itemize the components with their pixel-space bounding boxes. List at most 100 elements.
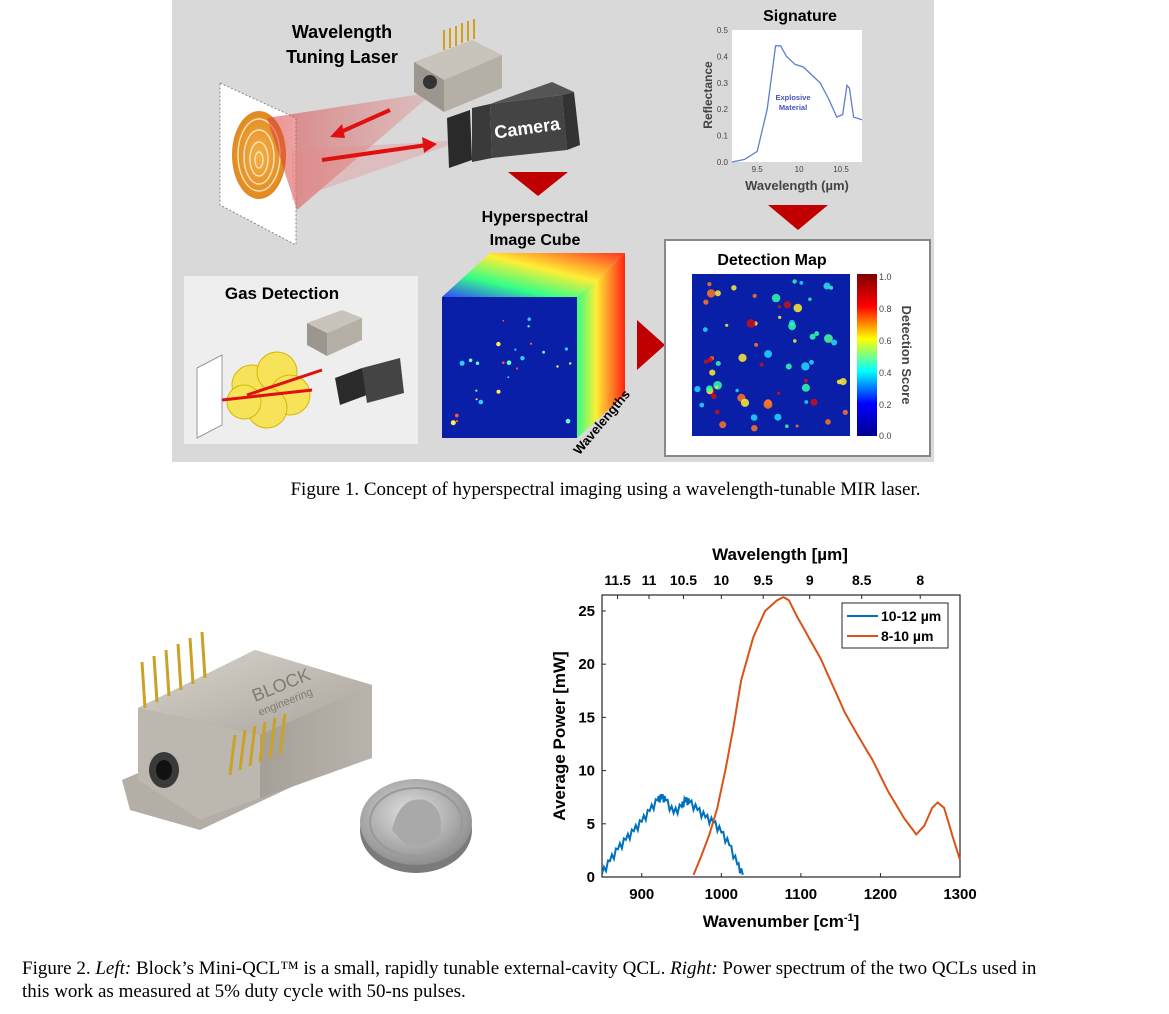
gas-detection-panel [184,276,418,444]
cube-hotspot [520,356,525,361]
map-hotspot [801,362,810,371]
map-hotspot [715,361,721,366]
map-hotspot [804,400,809,404]
cbar-tick-3: 0.6 [879,336,892,346]
top-tick-label: 11 [642,572,657,588]
camera-device [447,82,580,168]
legend: 10-12 µm 8-10 µm [841,602,949,649]
signature-ylabel: Reflectance [701,61,715,129]
cube-hotspot [496,341,501,347]
map-hotspot [799,281,804,285]
series-line-1 [601,793,744,876]
map-hotspot [703,359,709,364]
map-hotspot [788,322,796,331]
figure-1-panel: Wavelength Tuning Laser Camera Signature… [172,0,934,462]
cube-hotspot [515,367,519,370]
y-axis-label: Average Power [mW] [550,651,569,820]
qcl-pins [140,631,287,776]
map-hotspot [763,399,773,409]
caption-line-2: this work as measured at 5% duty cycle w… [22,981,466,1002]
signature-ytick: 0.2 [717,105,729,114]
signature-xtick: 9.5 [752,165,764,174]
figure-2-caption: Figure 2. Left: Block’s Mini-QCL™ is a s… [22,957,1162,1003]
top-tick-label: 10.5 [670,572,697,588]
map-hotspot [754,342,759,347]
caption-prefix: Figure 2. [22,958,96,979]
map-hotspot [785,363,792,370]
signature-title: Signature [763,8,837,25]
map-hotspot [778,315,782,319]
map-hotspot [824,334,833,343]
detection-colorbar [857,274,877,436]
cube-hotspot [569,362,572,365]
map-hotspot [809,333,816,340]
map-hotspot [713,381,722,390]
top-tick-label: 11.5 [604,572,631,588]
map-hotspot [842,409,848,415]
map-hotspot [715,385,719,389]
legend-label-1: 10-12 µm [881,608,941,624]
signature-ytick: 0.4 [717,52,729,61]
map-hotspot [751,425,758,432]
x-tick-label: 1000 [705,886,738,903]
signature-ytick: 0.3 [717,79,729,88]
top-tick-label: 9.5 [753,572,773,588]
map-hotspot [803,378,808,383]
cbar-tick-5: 0.2 [879,400,892,410]
caption-left-text: Block’s Mini-QCL™ is a small, rapidly tu… [131,958,671,979]
map-hotspot [776,391,781,395]
qcl-top-face [138,650,372,735]
map-hotspot [808,297,812,301]
map-hotspot [706,289,716,298]
cbar-tick-2: 0.8 [879,304,892,314]
map-hotspot [699,402,705,408]
top-axis-label: Wavelength [µm] [712,545,848,564]
map-hotspot [709,369,716,376]
cube-label-line1: Hyperspectral [482,209,589,226]
map-hotspot [725,323,729,327]
y-tick-label: 20 [578,656,595,673]
cube-hotspot [475,398,478,401]
cube-hotspot [468,358,473,363]
y-tick-label: 25 [578,603,595,620]
map-hotspot [706,385,713,393]
map-hotspot [801,383,810,392]
cbar-tick-1: 1.0 [879,272,892,282]
map-hotspot [774,413,782,421]
cube-hotspot [455,419,459,423]
map-hotspot [793,339,797,343]
signature-xtick: 10 [795,165,804,174]
x-axis-label: Wavenumber [cm-1] [703,912,860,931]
gas-detection-title: Gas Detection [225,284,339,303]
cube-hotspot [506,360,512,366]
map-hotspot [759,362,764,367]
cube-label-line2: Image Cube [490,232,581,249]
colorbar-ticks: 1.0 0.8 0.6 0.4 0.2 0.0 [879,272,892,441]
signature-ytick: 0.0 [717,158,729,167]
map-hotspot [814,331,820,337]
cube-hotspot [502,361,505,365]
top-tick-label: 9 [806,572,814,588]
y-tick-label: 15 [578,709,595,726]
map-hotspot [740,398,750,407]
map-hotspot [793,303,803,313]
cube-hotspot [454,413,459,418]
mini-qcl-photo: BLOCK engineering [122,631,472,873]
cube-hotspot [450,420,456,426]
laser-device [414,19,502,112]
down-arrow-icon [508,172,568,196]
map-hotspot [714,290,721,297]
signature-plot-area [732,30,862,162]
caption-left-label: Left: [95,958,132,979]
right-arrow-icon [637,320,665,370]
map-hotspot [831,339,838,346]
top-tick-label: 10 [714,572,730,588]
signature-ytick: 0.1 [717,132,729,141]
map-hotspot [746,319,756,328]
map-hotspot [752,293,757,298]
map-hotspot [694,386,701,393]
y-tick-label: 10 [578,763,595,780]
x-tick-label: 1300 [943,886,976,903]
y-tick-label: 5 [587,816,595,833]
